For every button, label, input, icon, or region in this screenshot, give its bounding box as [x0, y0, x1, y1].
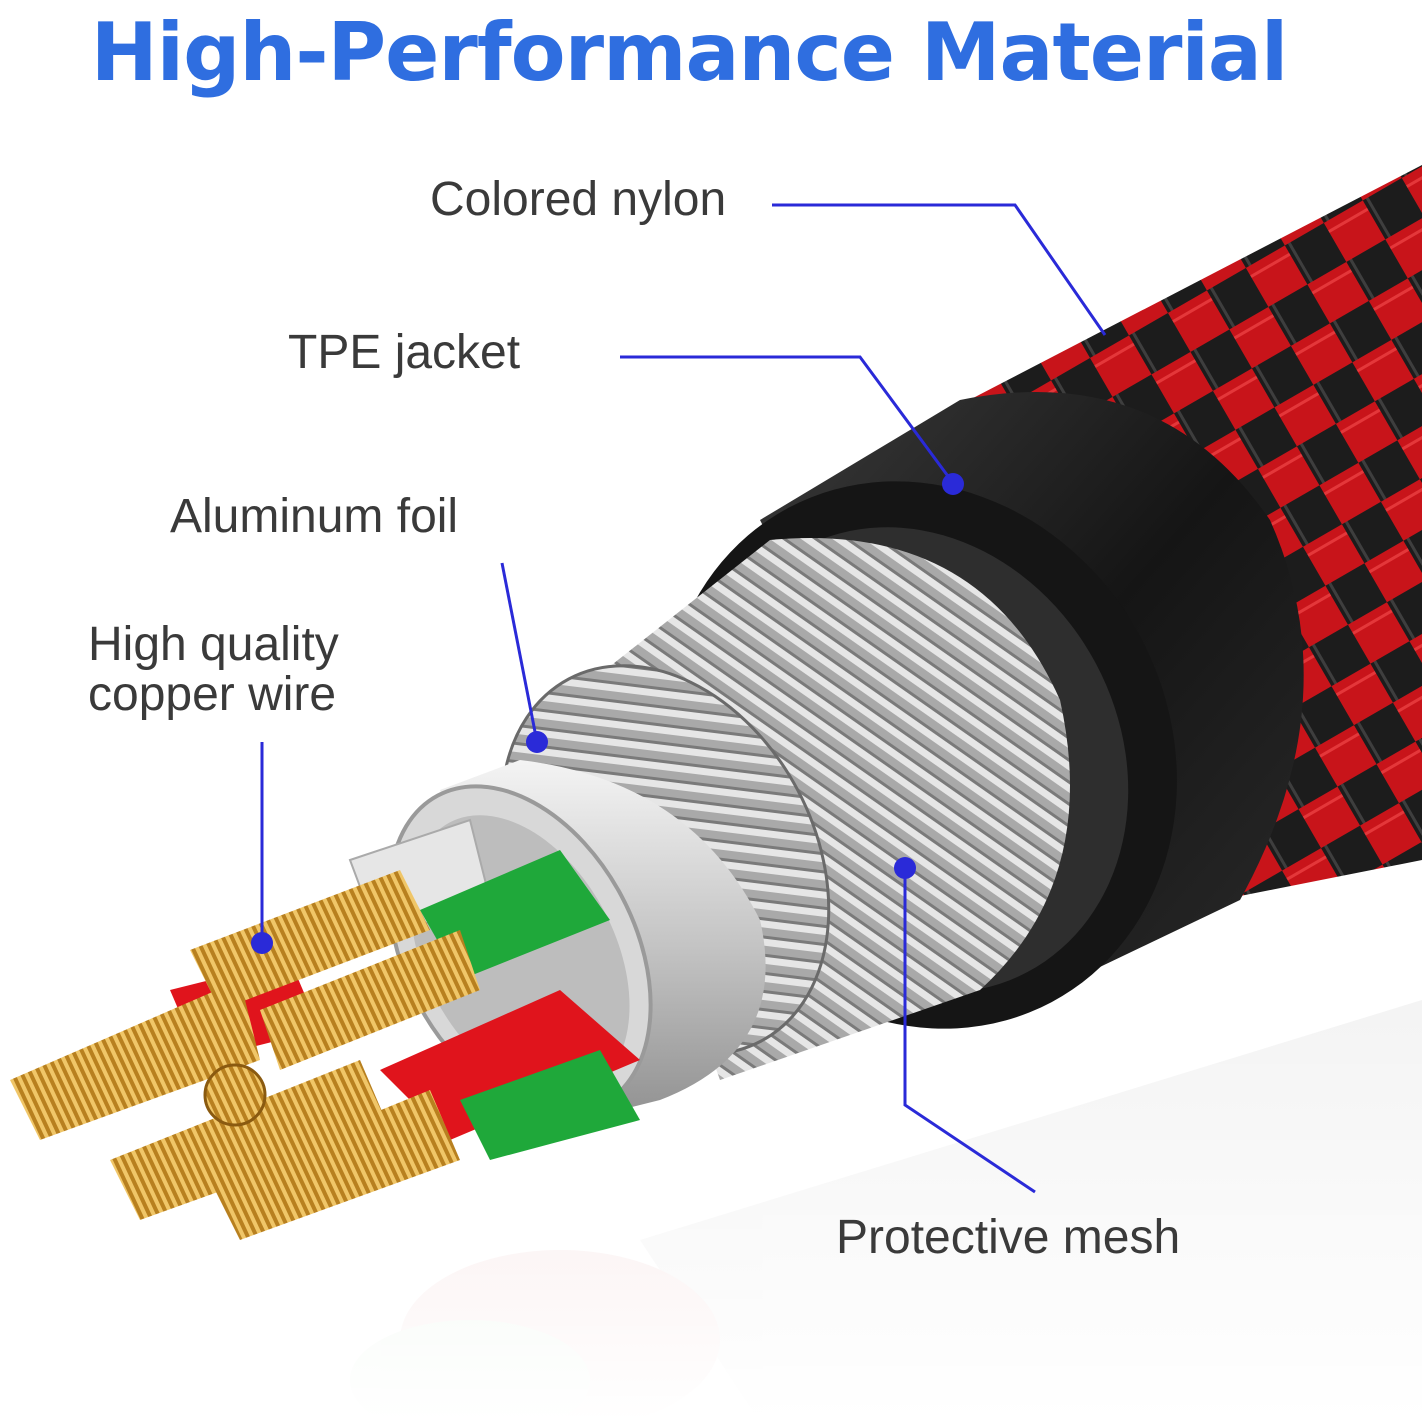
- callout-dot-copper-wire: [251, 932, 273, 954]
- callout-dot-aluminum-foil: [526, 731, 548, 753]
- label-copper-wire-line2: copper wire: [88, 668, 337, 721]
- label-tpe-jacket: TPE jacket: [288, 326, 521, 379]
- callout-dots: [251, 473, 964, 954]
- label-copper-wire: High quality copper wire: [88, 620, 339, 720]
- label-colored-nylon: Colored nylon: [430, 173, 727, 226]
- callout-line-protective-mesh: [903, 868, 1036, 1194]
- callout-dot-protective-mesh: [894, 857, 916, 879]
- page-title: High-Performance Material: [90, 6, 1289, 99]
- callout-line-aluminum-foil: [500, 562, 539, 743]
- callout-line-colored-nylon: [772, 203, 1107, 336]
- callout-line-tpe-jacket: [620, 355, 955, 484]
- label-protective-mesh: Protective mesh: [836, 1211, 1181, 1264]
- label-aluminum-foil: Aluminum foil: [170, 490, 459, 543]
- callout-lines: [260, 203, 1107, 1194]
- label-copper-wire-line1: High quality: [88, 618, 339, 671]
- copper-strands: [10, 870, 480, 1240]
- callout-dot-tpe-jacket: [942, 473, 964, 495]
